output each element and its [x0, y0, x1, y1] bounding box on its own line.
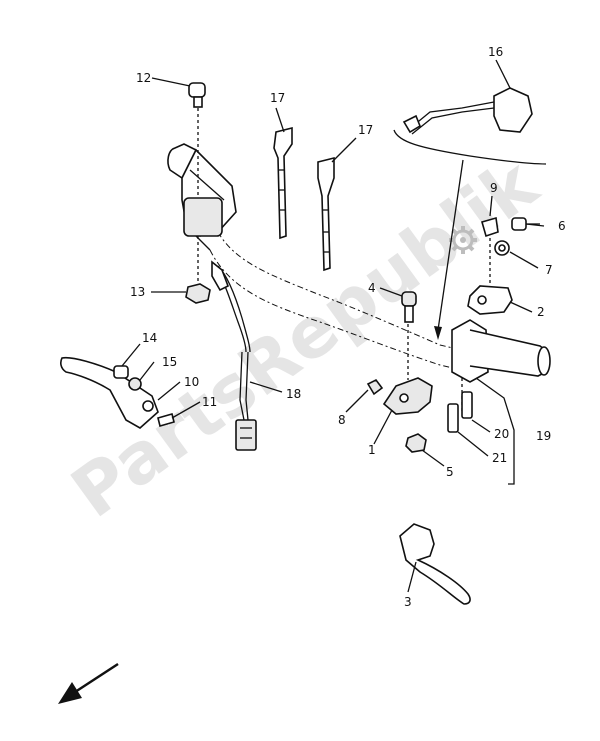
part-14-bolt [113, 365, 129, 379]
left-grip [167, 143, 237, 251]
part-10-clutch-lever [60, 356, 159, 429]
callout-8: 8 [338, 413, 346, 427]
callout-13: 13 [130, 285, 145, 299]
part-12-screw [188, 82, 206, 108]
part-11-screw [157, 413, 175, 427]
callout-11: 11 [202, 395, 217, 409]
part-13-nut [185, 283, 211, 304]
callout-12: 12 [136, 71, 151, 85]
callout-16: 16 [488, 45, 503, 59]
callout-10: 10 [184, 375, 199, 389]
callout-4: 4 [368, 281, 376, 295]
wire-harness-18 [211, 260, 257, 451]
callout-18: 18 [286, 387, 301, 401]
gear-icon [449, 226, 477, 254]
part-4-pivot-bolt [401, 291, 417, 323]
callout-17a: 17 [270, 91, 285, 105]
part-17-cable-tie-a [273, 126, 293, 240]
callout-7: 7 [545, 263, 553, 277]
part-8-nut [366, 378, 384, 396]
callout-21: 21 [492, 451, 507, 465]
callout-14: 14 [142, 331, 157, 345]
part-17-cable-tie-b [317, 156, 335, 272]
callout-15: 15 [162, 355, 177, 369]
callout-2: 2 [537, 305, 545, 319]
part-19-right-grip [451, 319, 551, 383]
part-1-lever-bracket [382, 377, 433, 415]
callout-1: 1 [368, 443, 376, 457]
callout-9: 9 [490, 181, 498, 195]
part-16-switch [393, 87, 547, 165]
leader-lines [121, 59, 545, 593]
part-2-holder [467, 285, 513, 315]
callout-3: 3 [404, 595, 412, 609]
callout-17b: 17 [358, 123, 373, 137]
callout-19: 19 [536, 429, 551, 443]
part-3-brake-lever [399, 523, 471, 605]
callout-labels: 12 17 17 16 9 6 7 2 4 13 14 15 10 11 18 … [130, 45, 566, 609]
handlebar [209, 231, 471, 373]
callout-6: 6 [558, 219, 566, 233]
arrow-down-left-icon [58, 662, 119, 704]
part-5-nut [405, 433, 427, 453]
part-7-washer [494, 240, 510, 256]
part-20-screw [461, 391, 473, 419]
part-15-nut [128, 377, 142, 391]
callout-20: 20 [494, 427, 509, 441]
callout-5: 5 [446, 465, 454, 479]
part-9-cap [481, 216, 499, 238]
part-21-screw [447, 403, 459, 433]
